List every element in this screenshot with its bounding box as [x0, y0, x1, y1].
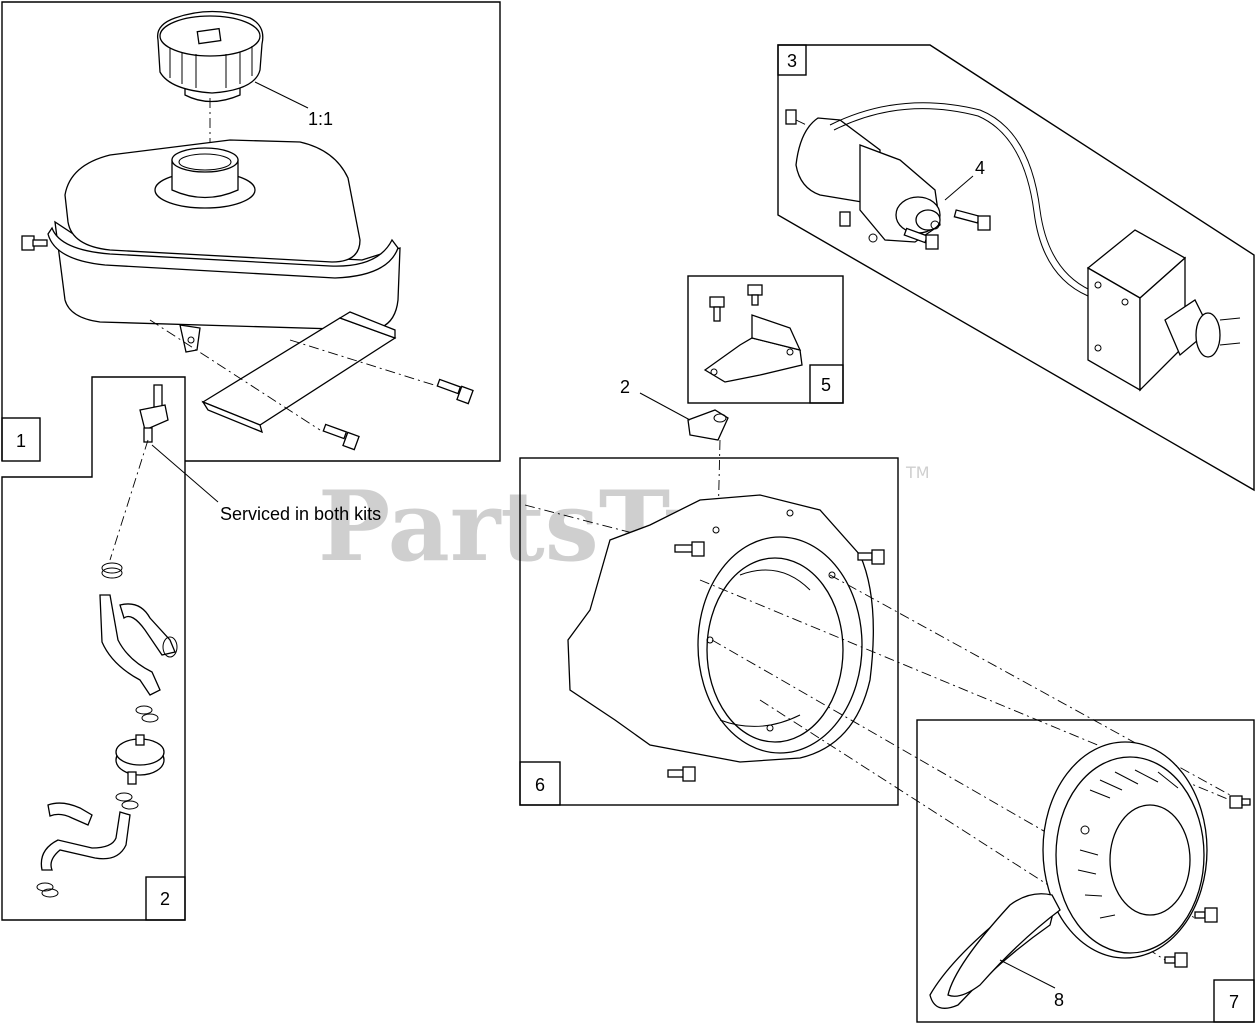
kit-1-fuel-tank-group: 1 1:1 — [1, 1, 501, 462]
kit-2-frame — [1, 376, 186, 921]
kit-6-blower-housing-group: 6 — [519, 457, 899, 806]
fuel-hose-upper[interactable] — [99, 594, 178, 696]
hose-clamp-1[interactable] — [101, 562, 123, 579]
starter-cord — [829, 102, 1091, 291]
heat-shield-bolt-1[interactable] — [436, 378, 474, 405]
kit-5-number: 5 — [821, 375, 831, 395]
blower-housing[interactable] — [567, 494, 874, 763]
recoil-handle[interactable] — [929, 893, 1061, 1009]
heat-shield-bolt-2[interactable] — [322, 423, 360, 451]
kit-1-number-box — [1, 417, 41, 462]
hose-clamp-3[interactable] — [115, 792, 139, 810]
housing-bolt-2[interactable] — [857, 549, 885, 565]
hose-clamp-4[interactable] — [36, 882, 59, 898]
fuel-filter[interactable] — [115, 734, 165, 785]
fuel-tank[interactable] — [47, 139, 401, 353]
starter-bolt-left[interactable] — [839, 211, 851, 227]
kit-3-number-box — [777, 44, 807, 76]
recoil-bolt-2[interactable] — [1194, 907, 1218, 923]
kit-5-bracket-group: 5 — [687, 275, 844, 404]
recoil-starter[interactable] — [1042, 741, 1208, 959]
fuel-hose-lower[interactable] — [40, 802, 131, 871]
fuel-cap[interactable] — [156, 10, 264, 103]
starter-bolt-right[interactable] — [953, 209, 991, 231]
recoil-bolt-3[interactable] — [1164, 952, 1188, 968]
power-plug[interactable] — [1164, 299, 1241, 358]
mounting-bracket[interactable] — [703, 314, 803, 383]
fuel-valve-note: Serviced in both kits — [220, 504, 381, 524]
kit-7-frame — [916, 719, 1255, 1023]
starter-switch-box[interactable] — [1086, 229, 1187, 392]
starter-motor[interactable] — [795, 117, 941, 243]
recoil-bolt-1[interactable] — [1229, 795, 1251, 809]
kit-7-recoil-starter-group: 7 8 — [916, 719, 1255, 1023]
starter-bolt-top[interactable] — [785, 109, 797, 125]
kit-5-number-box — [809, 364, 844, 404]
bracket-bolt-2[interactable] — [747, 284, 763, 306]
housing-bolt-1[interactable] — [674, 541, 705, 557]
clip-callout: 2 — [620, 377, 630, 397]
kit-3-electric-starter-group: 3 4 — [777, 44, 1255, 492]
kit-1-frame — [1, 1, 501, 462]
fuel-cap-callout: 1:1 — [308, 109, 333, 129]
starter-callout: 4 — [975, 158, 985, 178]
heat-shield[interactable] — [201, 311, 397, 434]
kit-3-frame — [777, 44, 1255, 492]
kit-6-number-box — [519, 761, 561, 806]
kit-3-number: 3 — [787, 51, 797, 71]
kit-2-number-box — [145, 876, 186, 921]
bracket-bolt-1[interactable] — [709, 296, 725, 322]
fuel-valve[interactable] — [139, 384, 169, 443]
watermark-tm: TM — [905, 463, 930, 482]
housing-bolt-3[interactable] — [667, 766, 696, 782]
kit-6-number: 6 — [535, 775, 545, 795]
tank-bolt-left[interactable] — [21, 235, 48, 251]
kit-2-fuel-line-group: 2 Serviced in both kits — [1, 376, 381, 921]
kit-5-frame — [687, 275, 844, 404]
kit-1-number: 1 — [16, 431, 26, 451]
recoil-handle-callout: 8 — [1054, 990, 1064, 1010]
kit-2-number: 2 — [160, 889, 170, 909]
kit-7-number: 7 — [1229, 992, 1239, 1012]
hose-clamp-2[interactable] — [135, 705, 159, 723]
kit-6-frame — [519, 457, 899, 806]
bracket-clip[interactable] — [687, 409, 729, 441]
kit-7-number-box — [1213, 979, 1255, 1023]
starter-bolt-lower[interactable] — [903, 227, 939, 250]
